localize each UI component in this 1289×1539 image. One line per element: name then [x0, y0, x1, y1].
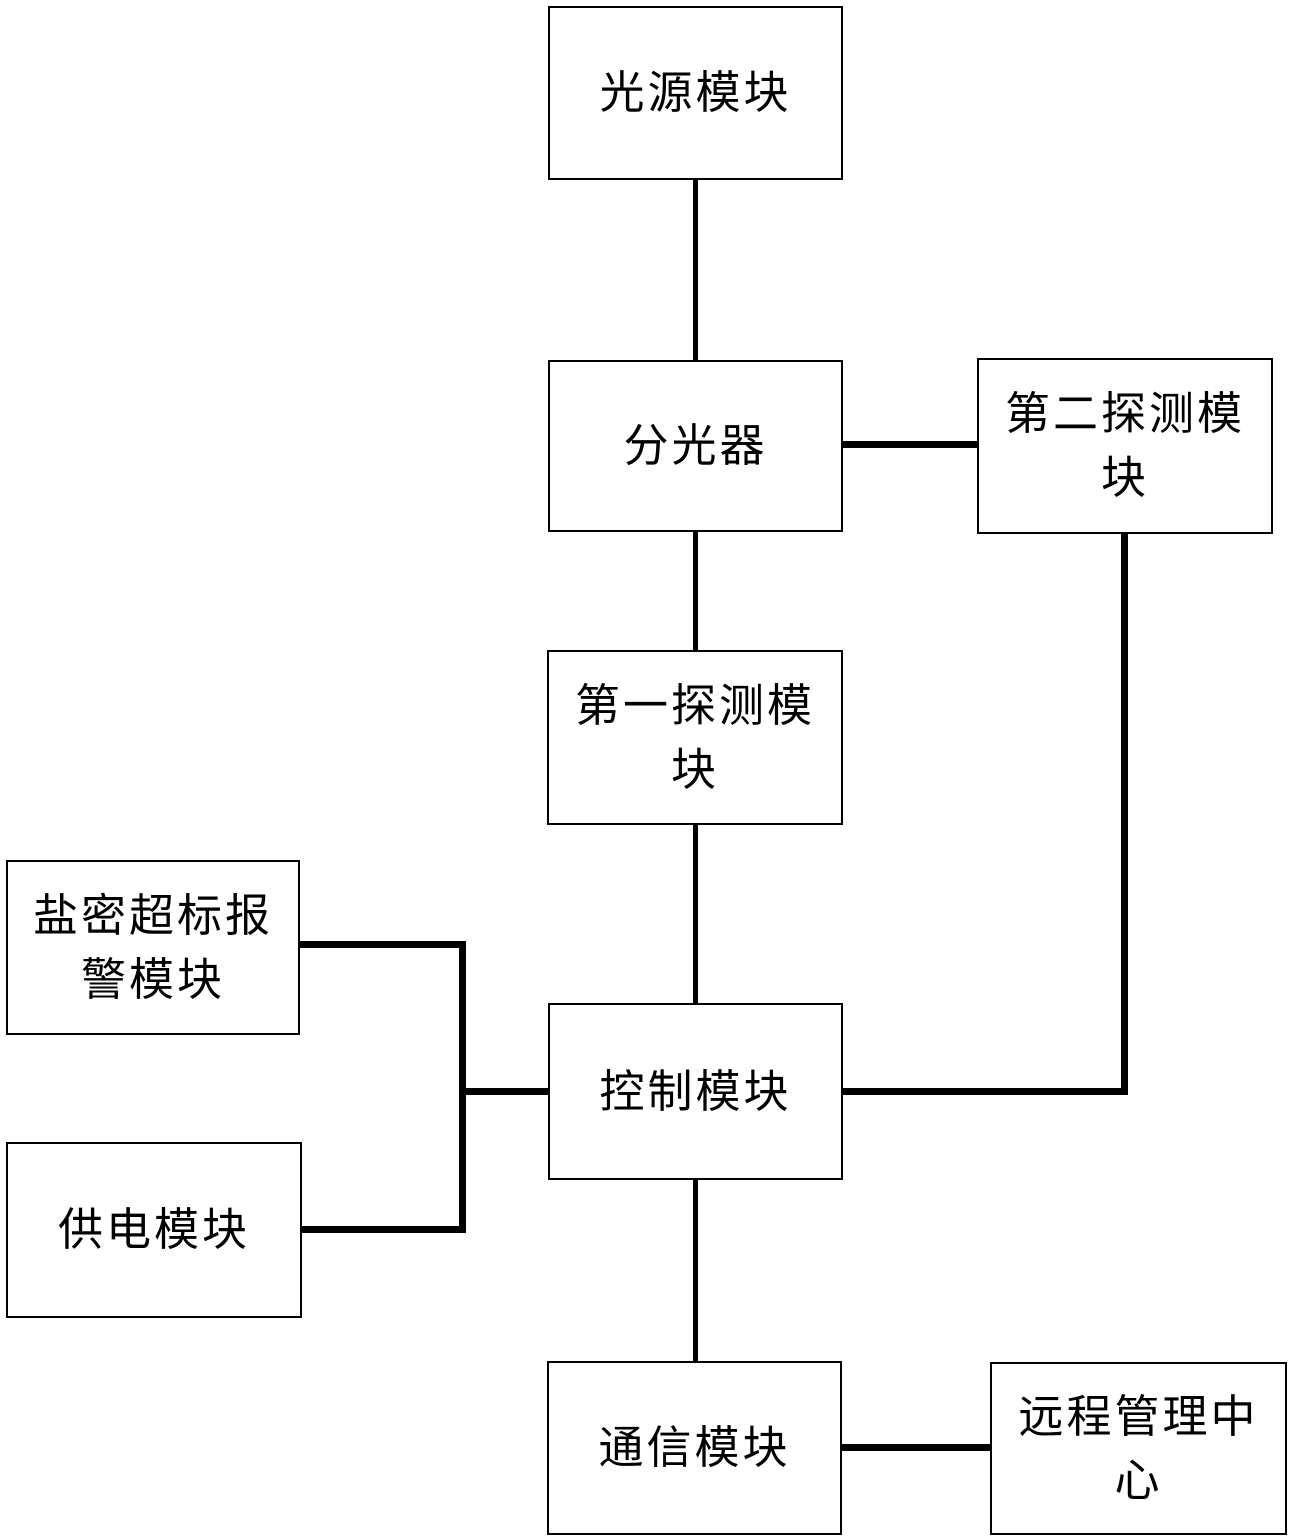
edge-beam-splitter-to-second-detector	[837, 441, 983, 448]
edge-first-detector-to-control	[693, 820, 698, 1010]
node-second-detection-module-label: 第二探测模 块	[1004, 387, 1245, 504]
edge-power-supply-to-bus	[296, 1226, 466, 1233]
node-control-module: 控制模块	[548, 1003, 843, 1180]
node-remote-management-center-label: 远程管理中 心	[1018, 1389, 1259, 1507]
edge-bus-to-control	[459, 1088, 553, 1095]
node-light-source-module: 光源模块	[548, 6, 843, 180]
edge-left-bus-vertical	[459, 941, 466, 1233]
edge-second-detector-to-control-horizontal	[838, 1088, 1128, 1095]
node-communication-module: 通信模块	[547, 1361, 842, 1535]
node-first-detection-module: 第一探测模 块	[547, 650, 843, 825]
node-second-detection-module: 第二探测模 块	[977, 358, 1273, 534]
node-control-module-label: 控制模块	[599, 1064, 792, 1118]
edge-communication-to-remote-center	[836, 1444, 996, 1451]
edge-control-to-communication	[693, 1176, 698, 1366]
edge-light-source-to-beam-splitter	[693, 176, 698, 366]
edge-beam-splitter-to-first-detector	[693, 528, 698, 656]
node-power-supply-module: 供电模块	[6, 1142, 302, 1318]
node-light-source-module-label: 光源模块	[599, 66, 792, 119]
node-beam-splitter: 分光器	[548, 360, 843, 532]
node-salt-density-alarm-module-label: 盐密超标报 警模块	[32, 888, 273, 1006]
node-beam-splitter-label: 分光器	[623, 419, 768, 472]
node-salt-density-alarm-module: 盐密超标报 警模块	[6, 860, 300, 1035]
node-power-supply-module-label: 供电模块	[57, 1203, 250, 1256]
edge-salt-alarm-to-bus	[294, 941, 466, 948]
node-communication-module-label: 通信模块	[598, 1421, 791, 1474]
node-first-detection-module-label: 第一探测模 块	[574, 678, 815, 796]
edge-second-detector-to-control-vertical	[1121, 530, 1128, 1095]
node-remote-management-center: 远程管理中 心	[990, 1362, 1287, 1535]
